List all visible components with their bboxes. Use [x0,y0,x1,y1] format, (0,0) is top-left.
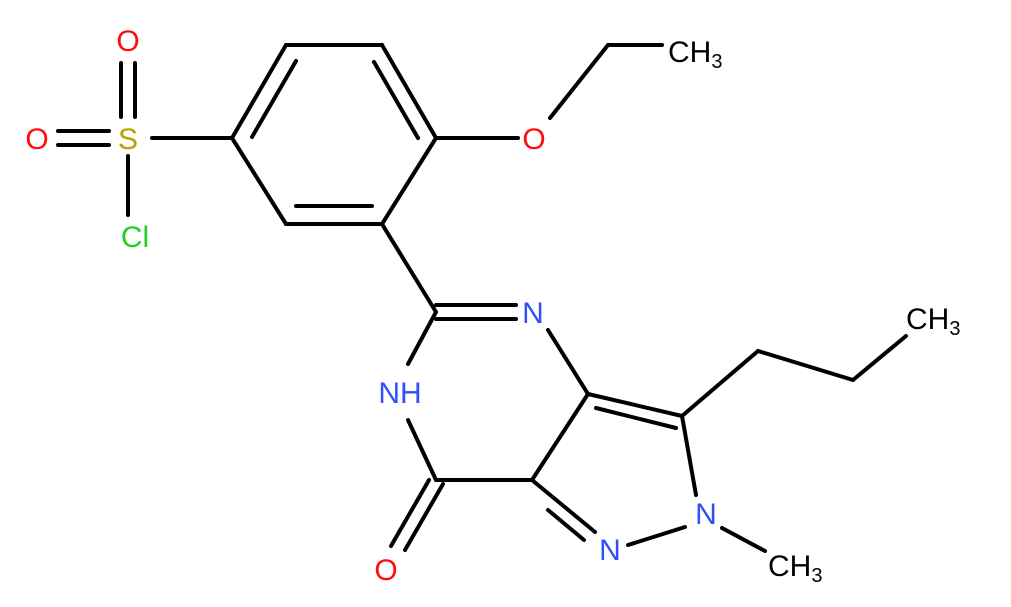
bond-c-o-carbonyl-a [389,478,431,548]
atom-nh: NH [378,377,421,410]
bond-ring-6 [230,136,288,226]
bond-c3a-c3-a [586,392,684,418]
bond-c3-n2 [680,414,698,497]
atom-n-pyrazole-1: N [599,534,621,567]
atom-n-ring: N [522,297,544,330]
bond-n2-methyl [720,526,767,553]
atom-ch3-propyl-sub: 3 [949,318,960,340]
bonds [56,43,908,553]
atom-chlorine: Cl [121,221,149,254]
atom-ch3-nmethyl-text: CH [768,550,811,583]
atom-o-left: O [25,123,48,156]
atom-ch3-propyl-text: CH [906,303,949,336]
bond-ring-4 [380,136,438,226]
atom-ch3-nmethyl-sub: 3 [811,565,822,587]
bond-propyl-2-3 [851,334,908,382]
bond-ring-1 [230,43,288,140]
bond-ring-3 [380,43,438,140]
atom-sulfur: S [118,123,138,156]
bond-n1-c7a-a [530,478,597,534]
atom-n-pyrazole-2: N [695,498,717,531]
atom-ch3-nmethyl: CH3 [768,550,822,587]
bond-n1-c7a-b [546,508,586,542]
bond-ring-3-inner [372,60,420,140]
bond-o-ethyl-ch2 [548,43,610,120]
bond-ring-1-inner [250,59,298,139]
atom-labels: O O S Cl O CH3 CH3 N NH O N N CH3 [25,25,960,587]
atom-o-ether: O [522,123,545,156]
atom-ch3-propyl: CH3 [906,303,960,340]
bond-c-nh [406,310,438,366]
bond-n-ring-c3a [546,328,590,396]
bond-n2-n1 [626,525,687,547]
atom-ch3-ethyl-sub: 3 [711,51,722,73]
atom-ch3-ethyl: CH3 [668,36,722,73]
bond-propyl-1-2 [756,349,855,382]
bond-c3a-c3-b [594,406,678,430]
atom-o-top: O [116,25,139,58]
atom-ch3-ethyl-text: CH [668,36,711,69]
atom-o-carbonyl: O [374,554,397,587]
bond-c-o-carbonyl-b [403,482,445,552]
bond-ring-pyrimidine [380,222,438,314]
bond-c3-propyl-1 [680,349,760,418]
bond-nh-c-carbonyl [406,418,438,482]
bond-c7a-c3a [530,392,590,482]
